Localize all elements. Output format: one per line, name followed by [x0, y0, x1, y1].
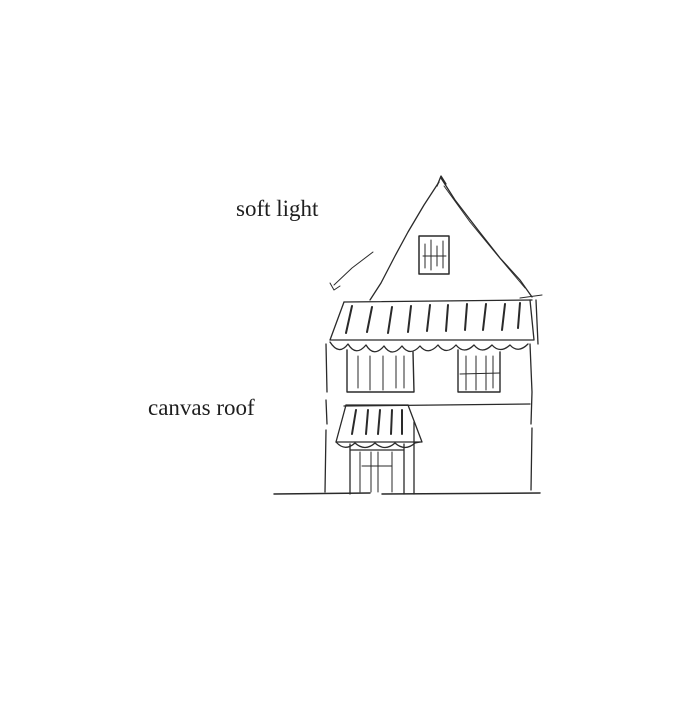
- door-panels: [360, 452, 392, 492]
- door-canopy-valance: [336, 442, 420, 448]
- soft-light-leader: [334, 252, 373, 285]
- gable-right-edge: [441, 178, 532, 297]
- main-awning-top: [344, 300, 532, 302]
- door-canopy-stripes: [352, 410, 402, 434]
- gable-left-edge: [370, 182, 439, 300]
- door-frame: [350, 444, 404, 494]
- window-right-frame: [458, 350, 500, 392]
- window-left-mullions: [358, 356, 404, 390]
- facade-lower-wall: [325, 422, 532, 494]
- main-awning-stripes: [346, 303, 520, 333]
- main-awning-valance: [330, 342, 528, 352]
- canvas-roof-annotation: canvas roof: [148, 396, 255, 419]
- attic-window: [419, 236, 449, 274]
- facade-left-wall: [326, 344, 327, 424]
- facade-right-wall: [530, 344, 532, 424]
- soft-light-annotation: soft light: [236, 197, 318, 220]
- attic-window-mullions: [423, 240, 446, 270]
- facade-corner-post: [536, 300, 538, 344]
- ground-line: [274, 493, 540, 494]
